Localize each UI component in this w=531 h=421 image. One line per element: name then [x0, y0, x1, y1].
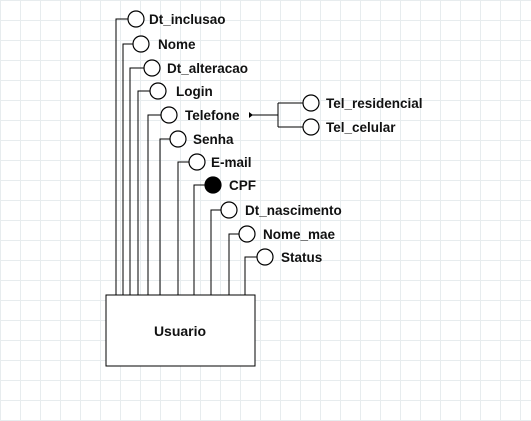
- attribute-label: Dt_alteracao: [167, 61, 248, 76]
- attribute-connector: [210, 209, 221, 295]
- attribute-label: Dt_nascimento: [245, 203, 342, 218]
- entity-usuario-box[interactable]: [105, 294, 256, 367]
- attribute-tel-residencial[interactable]: Tel_residencial: [278, 94, 423, 112]
- attribute-login[interactable]: Login: [137, 82, 213, 295]
- attribute-circle: [169, 130, 187, 148]
- attribute-connector: [115, 18, 128, 295]
- attribute-circle: [127, 10, 145, 28]
- attribute-label: Nome_mae: [263, 227, 336, 242]
- attribute-label: E-mail: [211, 155, 252, 170]
- attribute-connector: [177, 161, 189, 295]
- attribute-label: Login: [176, 84, 213, 99]
- attribute-label: Nome: [158, 37, 196, 52]
- attribute-label: Dt_inclusao: [149, 12, 226, 27]
- attribute-circle: [149, 82, 167, 100]
- attribute-connector: [137, 90, 150, 295]
- attribute-dt-inclusao[interactable]: Dt_inclusao: [115, 10, 226, 295]
- attribute-status[interactable]: Status: [244, 248, 322, 295]
- attribute-circle: [220, 201, 238, 219]
- attribute-e-mail[interactable]: E-mail: [177, 153, 252, 295]
- attribute-connector: [147, 114, 161, 295]
- attribute-senha[interactable]: Senha: [159, 130, 234, 295]
- attribute-circle: [160, 106, 178, 124]
- attribute-tel-celular[interactable]: Tel_celular: [278, 118, 396, 136]
- attribute-connector: [159, 138, 170, 295]
- attribute-label: Status: [281, 250, 322, 265]
- attribute-connector: [228, 233, 239, 295]
- attribute-circle: [302, 118, 320, 136]
- composite-arrow-icon: [249, 112, 253, 118]
- key-attribute-circle: [204, 176, 222, 194]
- attribute-circle: [143, 59, 161, 77]
- attribute-label: CPF: [229, 178, 256, 193]
- attribute-connector: [193, 184, 205, 295]
- attribute-cpf[interactable]: CPF: [193, 176, 256, 295]
- attribute-circle: [302, 94, 320, 112]
- attribute-dt-alteracao[interactable]: Dt_alteracao: [129, 59, 248, 295]
- attribute-telefone[interactable]: Telefone: [147, 103, 279, 295]
- attribute-nome[interactable]: Nome: [122, 35, 196, 295]
- attribute-circle: [238, 225, 256, 243]
- attribute-label: Senha: [193, 132, 234, 147]
- attribute-dt-nascimento[interactable]: Dt_nascimento: [210, 201, 342, 295]
- attribute-circle: [256, 248, 274, 266]
- attribute-nome-mae[interactable]: Nome_mae: [228, 225, 336, 295]
- attribute-circle: [132, 35, 150, 53]
- entity-usuario-label: Usuario: [154, 323, 206, 339]
- attribute-connector: [122, 43, 133, 295]
- attribute-label: Telefone: [185, 108, 240, 123]
- attribute-connector: [244, 256, 257, 295]
- attribute-label: Tel_celular: [326, 120, 396, 135]
- attribute-label: Tel_residencial: [326, 96, 423, 111]
- attribute-circle: [188, 153, 206, 171]
- attribute-connector: [129, 67, 144, 295]
